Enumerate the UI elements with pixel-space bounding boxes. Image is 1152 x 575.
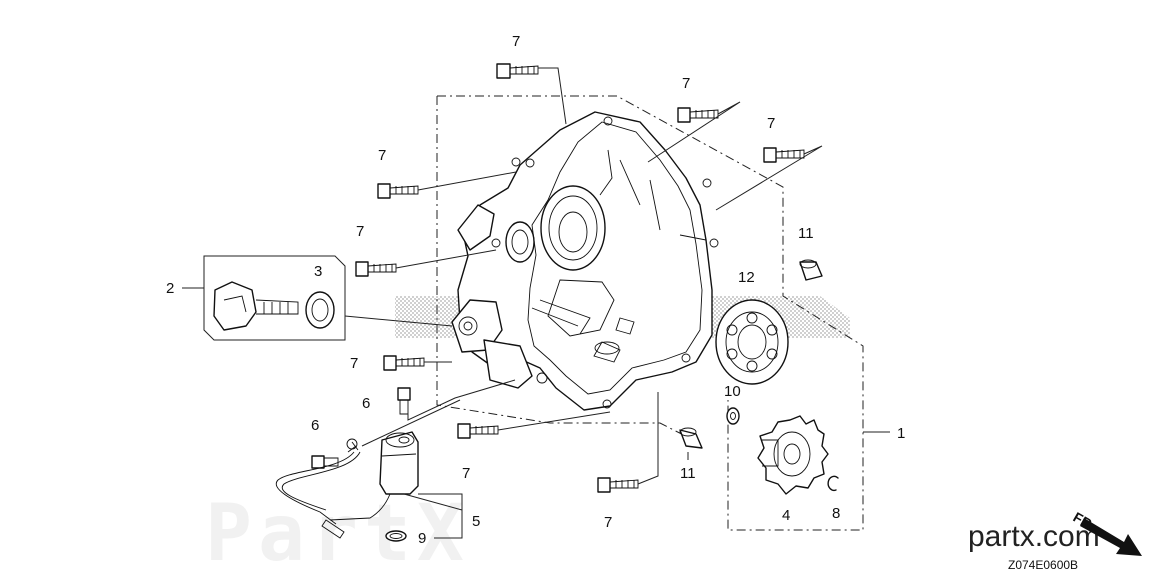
bolt-top bbox=[496, 63, 539, 79]
dowel-pin-lower bbox=[679, 427, 703, 449]
bearing bbox=[715, 299, 789, 385]
bolt-6-upper bbox=[397, 387, 411, 415]
callout-7d: 7 bbox=[378, 147, 386, 164]
governor-gear bbox=[757, 415, 829, 495]
callout-7a: 7 bbox=[512, 33, 520, 50]
callout-6a: 6 bbox=[362, 395, 370, 412]
callout-4: 4 bbox=[782, 507, 790, 524]
callout-11b: 11 bbox=[680, 465, 696, 482]
case-cover bbox=[451, 111, 719, 411]
callout-2: 2 bbox=[166, 280, 174, 297]
callout-5: 5 bbox=[472, 513, 480, 530]
bolt-6-lower bbox=[311, 455, 339, 469]
assembly-frame-lower bbox=[436, 96, 704, 446]
watermark-text: PartX bbox=[205, 489, 470, 575]
callout-10: 10 bbox=[724, 383, 741, 400]
callout-11a: 11 bbox=[798, 225, 814, 242]
bolt-left-3 bbox=[383, 355, 425, 371]
oil-filler-cap bbox=[213, 281, 299, 331]
callout-7f: 7 bbox=[350, 355, 358, 372]
callout-7b: 7 bbox=[682, 75, 690, 92]
callout-8: 8 bbox=[832, 505, 840, 522]
bolt-bottom-1 bbox=[457, 423, 499, 439]
callout-7c: 7 bbox=[767, 115, 775, 132]
callout-6b: 6 bbox=[311, 417, 319, 434]
callout-7h: 7 bbox=[604, 514, 612, 531]
callout-9: 9 bbox=[418, 530, 426, 547]
callout-12: 12 bbox=[738, 269, 755, 286]
leader-lines bbox=[182, 67, 890, 539]
bolt-bottom-2 bbox=[597, 477, 639, 493]
leader-cap bbox=[344, 315, 453, 327]
bolt-left-1 bbox=[377, 183, 419, 199]
bolt-left-2 bbox=[355, 261, 397, 277]
o-ring-9 bbox=[385, 530, 407, 542]
brand-text: partx.com bbox=[968, 520, 1100, 553]
callout-7e: 7 bbox=[356, 223, 364, 240]
oil-level-sensor bbox=[275, 431, 419, 539]
clip-8 bbox=[827, 475, 839, 492]
washer-10 bbox=[726, 407, 740, 425]
bolt-upper-right-2 bbox=[763, 147, 805, 163]
callout-7g: 7 bbox=[462, 465, 470, 482]
callout-3: 3 bbox=[314, 263, 322, 280]
assembly-frame bbox=[437, 95, 864, 531]
cap-group-box bbox=[203, 255, 346, 341]
seal-ring bbox=[305, 291, 335, 329]
diagram-code: Z074E0600B bbox=[1008, 558, 1078, 572]
callout-1: 1 bbox=[897, 425, 905, 442]
dowel-pin-upper bbox=[799, 259, 823, 281]
